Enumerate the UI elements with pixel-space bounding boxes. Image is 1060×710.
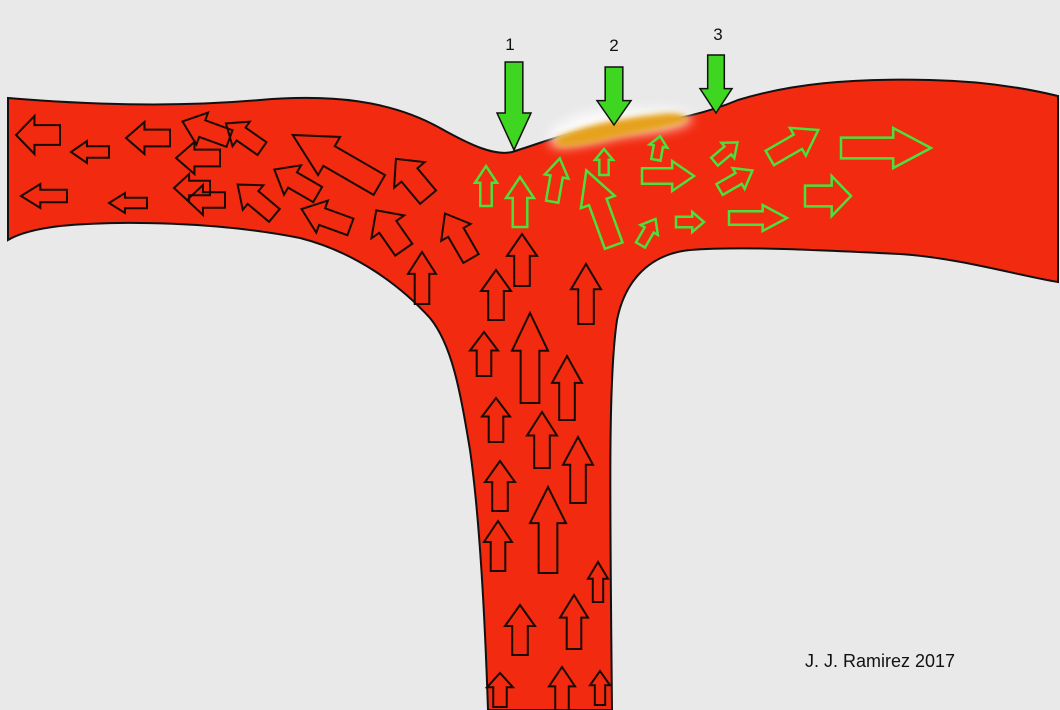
- credit-label: J. J. Ramirez 2017: [805, 651, 955, 671]
- marker-label-1: 1: [505, 35, 514, 54]
- marker-label-2: 2: [609, 36, 618, 55]
- marker-label-3: 3: [713, 25, 722, 44]
